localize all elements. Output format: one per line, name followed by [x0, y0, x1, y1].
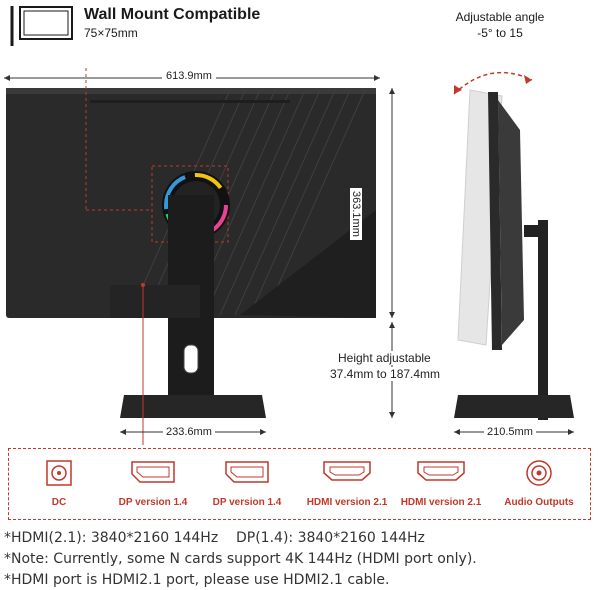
adjust-angle-range: -5° to 15 [477, 26, 523, 40]
port-hdmi-2: HDMI version 2.1 [391, 449, 491, 521]
port-label: HDMI version 2.1 [306, 497, 388, 508]
wall-mount-icon [10, 6, 73, 46]
port-audio: Audio Outputs [489, 449, 589, 521]
height-dimension: 363.1mm [350, 188, 362, 240]
port-label: DP version 1.4 [212, 497, 282, 508]
note-line-1a: *HDMI(2.1): 3840*2160 144Hz [4, 530, 219, 546]
note-line-3: *HDMI port is HDMI2.1 port, please use H… [4, 572, 390, 588]
port-dp-2: DP version 1.4 [197, 449, 297, 521]
ports-panel: DC DP version 1.4 DP version 1.4 HDMI ve… [8, 448, 591, 520]
hdmi-icon [323, 461, 371, 481]
height-adjust-range: 37.4mm to 187.4mm [330, 367, 441, 381]
side-base-width-dimension: 210.5mm [484, 426, 536, 438]
port-label: DP version 1.4 [118, 497, 188, 508]
note-line-1b: DP(1.4): 3840*2160 144Hz [236, 530, 425, 546]
wall-mount-size: 75×75mm [84, 26, 138, 40]
audio-jack-icon [526, 460, 552, 486]
hdmi-icon [417, 461, 465, 481]
port-label: HDMI version 2.1 [400, 497, 482, 508]
wall-mount-title: Wall Mount Compatible [84, 6, 261, 23]
base-width-dimension: 233.6mm [163, 426, 215, 438]
port-hdmi-1: HDMI version 2.1 [297, 449, 397, 521]
port-dp-1: DP version 1.4 [103, 449, 203, 521]
displayport-icon [225, 461, 269, 483]
monitor-rear-view [4, 68, 395, 445]
displayport-icon [131, 461, 175, 483]
note-line-2: *Note: Currently, some N cards support 4… [4, 551, 477, 567]
height-adjust-title: Height adjustable [338, 351, 431, 365]
monitor-side-view [453, 71, 574, 435]
port-label: Audio Outputs [504, 497, 574, 508]
dc-jack-icon [46, 460, 72, 486]
port-label: DC [51, 497, 67, 508]
adjust-angle-title: Adjustable angle [455, 10, 545, 24]
width-dimension: 613.9mm [162, 70, 216, 82]
port-dc: DC [9, 449, 109, 521]
